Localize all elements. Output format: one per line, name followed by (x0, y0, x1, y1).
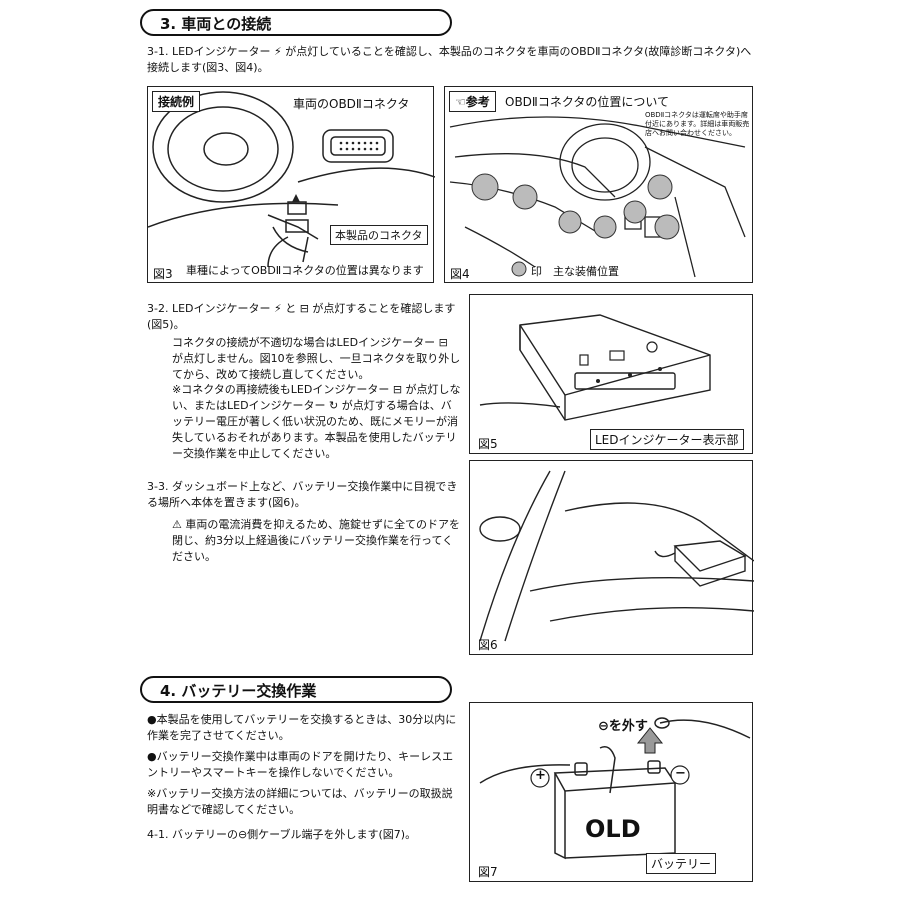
section-4-title: 4. バッテリー交換作業 (140, 676, 452, 703)
fig4-caption-num: 図4 (450, 267, 470, 281)
fig7-remove-label: ⊖を外す (598, 719, 648, 734)
warning-icon: ⚠ (172, 518, 182, 531)
fig3-caption-num: 図3 (153, 267, 173, 281)
figure-4: ☜参考 OBDⅡコネクタの位置について OBDⅡコネクタは運転席や助手席付近にあ… (444, 86, 753, 283)
section-3-title: 3. 車両との接続 (140, 9, 452, 36)
fig7-battery-text: OLD (585, 815, 641, 843)
fig3-connector-label: 本製品のコネクタ (330, 225, 428, 245)
battery-illustration (479, 717, 751, 860)
step-3-3-title: 3-3. ダッシュボード上など、バッテリー交換作業中に目視できる場所へ本体を置き… (147, 479, 459, 511)
section-4-note: ※バッテリー交換方法の詳細については、バッテリーの取扱説明書などで確認してくださ… (147, 786, 459, 818)
device-illustration (479, 314, 711, 421)
fig6-caption-num: 図6 (478, 638, 498, 652)
fig7-battery-label: バッテリー (646, 853, 717, 874)
section-3-title-text: 3. 車両との接続 (160, 15, 272, 33)
step-3-1: 3-1. LEDインジケーター ⚡ が点灯していることを確認し、本製品のコネクタ… (147, 44, 762, 76)
section-4-bullet-1: ●本製品を使用してバッテリーを交換するときは、30分以内に作業を完了させてくださ… (147, 712, 459, 744)
fig4-title: OBDⅡコネクタの位置について (505, 95, 669, 109)
step-3-3-warning-text: 車両の電流消費を抑えるため、施錠せずに全てのドアを閉じ、約3分以上経過後にバッテ… (172, 518, 461, 563)
step-3-2-title: 3-2. LEDインジケーター ⚡ と ⊟ が点灯することを確認します(図5)。 (147, 301, 467, 333)
step-4-1: 4-1. バッテリーの⊖側ケーブル端子を外します(図7)。 (147, 827, 459, 843)
section-4-title-text: 4. バッテリー交換作業 (160, 682, 317, 700)
section-4-bullet-2-text: ●バッテリー交換作業中は車両のドアを開けたり、キーレスエントリーやスマートキーを… (147, 750, 454, 779)
figure-6: 図6 (469, 460, 754, 655)
fig3-obd-label: 車両のOBDⅡコネクタ (293, 97, 410, 111)
section-4-bullet-1-text: ●本製品を使用してバッテリーを交換するときは、30分以内に作業を完了させてくださ… (147, 713, 457, 742)
step-3-2-body: コネクタの接続が不適切な場合はLEDインジケーター ⊟ が点灯しません。図10を… (172, 335, 462, 383)
steering-wheel-obd-illustration (148, 91, 435, 268)
car-dashboard-device-illustration (479, 470, 754, 642)
section-4-bullet-2: ●バッテリー交換作業中は車両のドアを開けたり、キーレスエントリーやスマートキーを… (147, 749, 459, 781)
arrow-up-icon (636, 727, 664, 754)
hand-pointer-icon: ☜ (455, 95, 466, 109)
fig7-caption-num: 図7 (478, 865, 498, 879)
fig5-led-label: LEDインジケーター表示部 (590, 429, 744, 450)
step-3-2-title-text: 3-2. LEDインジケーター ⚡ と ⊟ が点灯することを確認します(図5)。 (147, 302, 456, 331)
legend-marker-icon (511, 261, 527, 277)
fig3-tag: 接続例 (152, 91, 201, 112)
figure-7: + − ⊖を外す OLD バッテリー 図7 (469, 702, 753, 882)
step-3-3-title-text: 3-3. ダッシュボード上など、バッテリー交換作業中に目視できる場所へ本体を置き… (147, 480, 458, 509)
step-3-3-warning: ⚠ 車両の電流消費を抑えるため、施錠せずに全てのドアを閉じ、約3分以上経過後にバ… (172, 517, 462, 565)
figure-3: 接続例 車両のOBDⅡコネクタ 本製品のコネクタ 図3 車種によってOBDⅡコネ… (147, 86, 435, 283)
step-3-2-body-text: コネクタの接続が不適切な場合はLEDインジケーター ⊟ が点灯しません。図10を… (172, 336, 461, 381)
step-3-2-note-text: ※コネクタの再接続後もLEDインジケーター ⊟ が点灯しない、またはLEDインジ… (172, 383, 461, 460)
section-4-note-text: ※バッテリー交換方法の詳細については、バッテリーの取扱説明書などで確認してくださ… (147, 787, 453, 816)
fig4-tag-text: 参考 (465, 95, 490, 109)
fig4-legend: 印 主な装備位置 (531, 265, 619, 278)
step-3-2-note: ※コネクタの再接続後もLEDインジケーター ⊟ が点灯しない、またはLEDインジ… (172, 382, 462, 462)
minus-terminal-icon: − (675, 766, 686, 781)
plus-terminal-icon: + (535, 768, 546, 783)
fig4-note: OBDⅡコネクタは運転席や助手席付近にあります。詳細は車両販売店へお問い合わせく… (645, 111, 750, 137)
fig5-caption-num: 図5 (478, 437, 498, 451)
figure-5: LEDインジケーター表示部 図5 (469, 294, 753, 454)
fig4-tag: ☜参考 (449, 91, 496, 112)
dashboard-interior-illustration (449, 116, 746, 278)
fig3-caption: 車種によってOBDⅡコネクタの位置は異なります (186, 264, 424, 277)
step-4-1-text: 4-1. バッテリーの⊖側ケーブル端子を外します(図7)。 (147, 828, 417, 841)
step-3-1-text: 3-1. LEDインジケーター ⚡ が点灯していることを確認し、本製品のコネクタ… (147, 45, 752, 74)
